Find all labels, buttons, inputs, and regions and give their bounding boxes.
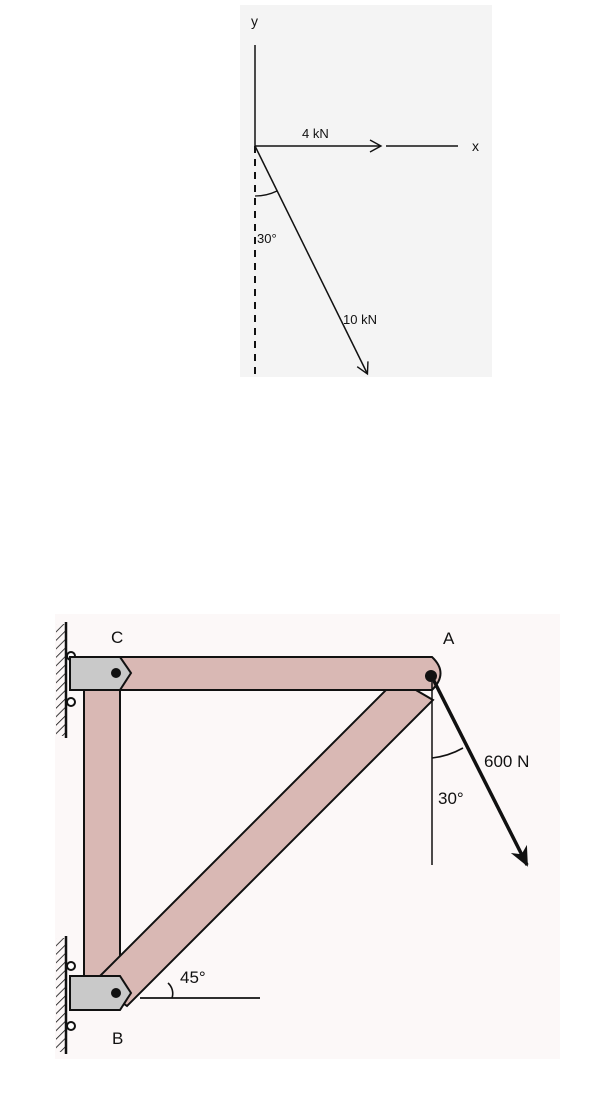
truss-diagram: C A B 600 N 30° 45°: [55, 614, 560, 1059]
joint-a-label: A: [443, 629, 455, 648]
bolt-b-bottom: [67, 1022, 75, 1030]
angle-30-label: 30°: [257, 231, 277, 246]
force-10kn-label: 10 kN: [343, 312, 377, 327]
joint-c-label: C: [111, 628, 123, 647]
member-angle-label: 45°: [180, 968, 206, 987]
force-diagram: y x 4 kN 10 kN 30°: [240, 5, 492, 378]
joint-b-label: B: [112, 1029, 123, 1048]
load-angle-label: 30°: [438, 789, 464, 808]
wall-hatch-lower: [56, 938, 66, 1052]
force-4kn-label: 4 kN: [302, 126, 329, 141]
bracket-b: [70, 976, 131, 1010]
pin-c: [111, 668, 121, 678]
bolt-c-bottom: [67, 698, 75, 706]
bracket-c: [70, 657, 131, 690]
wall-hatch-upper: [56, 624, 66, 736]
member-cb: [84, 672, 120, 1002]
y-axis-label: y: [251, 13, 258, 29]
bolt-b-top: [67, 962, 75, 970]
x-axis-label: x: [472, 138, 479, 154]
pin-b: [111, 988, 121, 998]
load-600n-label: 600 N: [484, 752, 529, 771]
member-ca: [120, 657, 441, 690]
